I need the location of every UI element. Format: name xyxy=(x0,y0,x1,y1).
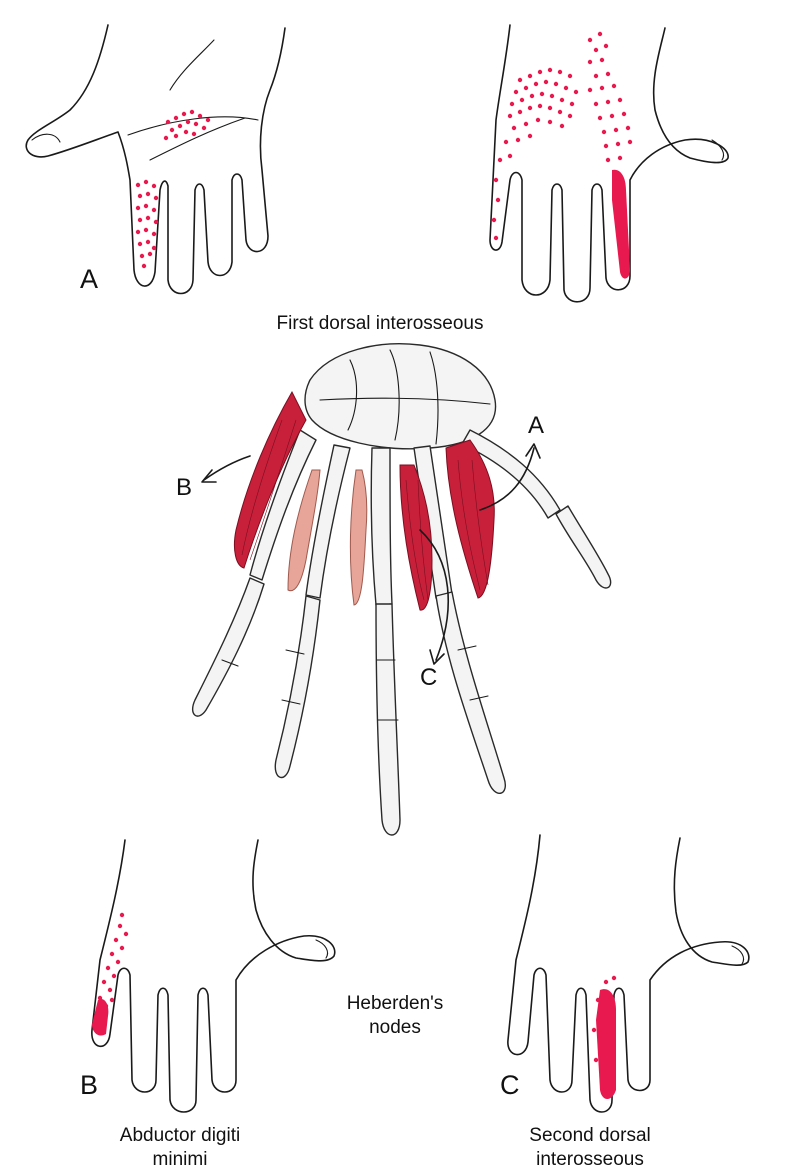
palmar-interosseous-2 xyxy=(349,469,368,606)
second-dorsal-line-1: Second dorsal xyxy=(529,1125,651,1146)
palmar-interosseous-1 xyxy=(287,469,321,592)
caption-first-dorsal-interosseous: First dorsal interosseous xyxy=(276,313,484,334)
first-dorsal-interosseous-muscle xyxy=(445,439,495,599)
hand-skeleton xyxy=(191,343,612,836)
carpal-bones xyxy=(304,343,497,450)
pain-band-index-finger xyxy=(612,169,630,279)
index-finger-phalanges xyxy=(435,591,506,794)
center-arrow-a-letter: A xyxy=(528,412,545,439)
arrow-c-line xyxy=(419,529,449,661)
caption-heberdens-nodes: Heberden's nodes xyxy=(320,992,470,1040)
thumb-phalanges xyxy=(555,505,612,589)
thumb-nail-bottom-right xyxy=(731,945,745,965)
arrow-c-head xyxy=(429,649,445,665)
arrow-b-head xyxy=(201,469,217,483)
metacarpal-3 xyxy=(370,447,393,606)
arrow-b-line xyxy=(203,455,251,481)
thumb-nail-top-right xyxy=(711,139,725,161)
hand-bottom-left-outline xyxy=(91,839,336,1113)
little-finger-phalanges xyxy=(191,577,265,717)
thumb-nail-top-left xyxy=(31,133,61,143)
heberdens-line-1: Heberden's xyxy=(346,993,444,1014)
hand-top-left-outline xyxy=(25,24,286,295)
caption-second-dorsal-interosseous: Second dorsal interosseous xyxy=(490,1124,690,1172)
caption-abductor-digiti-minimi: Abductor digiti minimi xyxy=(80,1124,280,1172)
abductor-line-1: Abductor digiti xyxy=(119,1125,241,1146)
pain-band-little-finger xyxy=(92,998,109,1036)
panel-b-letter: B xyxy=(80,1070,99,1100)
heberdens-line-2: nodes xyxy=(369,1016,421,1038)
arrow-a-line xyxy=(479,447,535,511)
hand-top-right-outline xyxy=(489,24,729,303)
pain-pattern-second-dorsal-dots xyxy=(591,975,617,1063)
interosseous-muscles xyxy=(233,390,495,611)
pointer-arrows xyxy=(201,443,541,665)
metacarpal-5 xyxy=(249,429,317,581)
pain-pattern-first-dorsal xyxy=(491,31,633,241)
arrow-a-head xyxy=(525,443,541,459)
palm-crease-2 xyxy=(149,117,246,161)
ring-finger-phalanges xyxy=(274,595,321,778)
thumb-metacarpal xyxy=(461,429,561,519)
abductor-line-2: minimi xyxy=(152,1148,208,1170)
pain-pattern-panel-a-finger xyxy=(135,179,159,269)
second-dorsal-line-2: interosseous xyxy=(536,1148,644,1170)
metacarpal-4 xyxy=(305,444,351,599)
hand-bottom-right-outline xyxy=(507,834,750,1113)
pain-pattern-panel-a-palm xyxy=(163,109,211,141)
palm-crease-3 xyxy=(169,39,215,91)
center-arrow-b-letter: B xyxy=(176,474,193,501)
panel-a-letter: A xyxy=(80,264,99,294)
thumb-nail-bottom-left xyxy=(315,939,329,959)
center-arrow-c-letter: C xyxy=(420,664,438,691)
pain-band-second-dorsal xyxy=(596,989,616,1099)
panel-c-letter: C xyxy=(500,1070,520,1100)
